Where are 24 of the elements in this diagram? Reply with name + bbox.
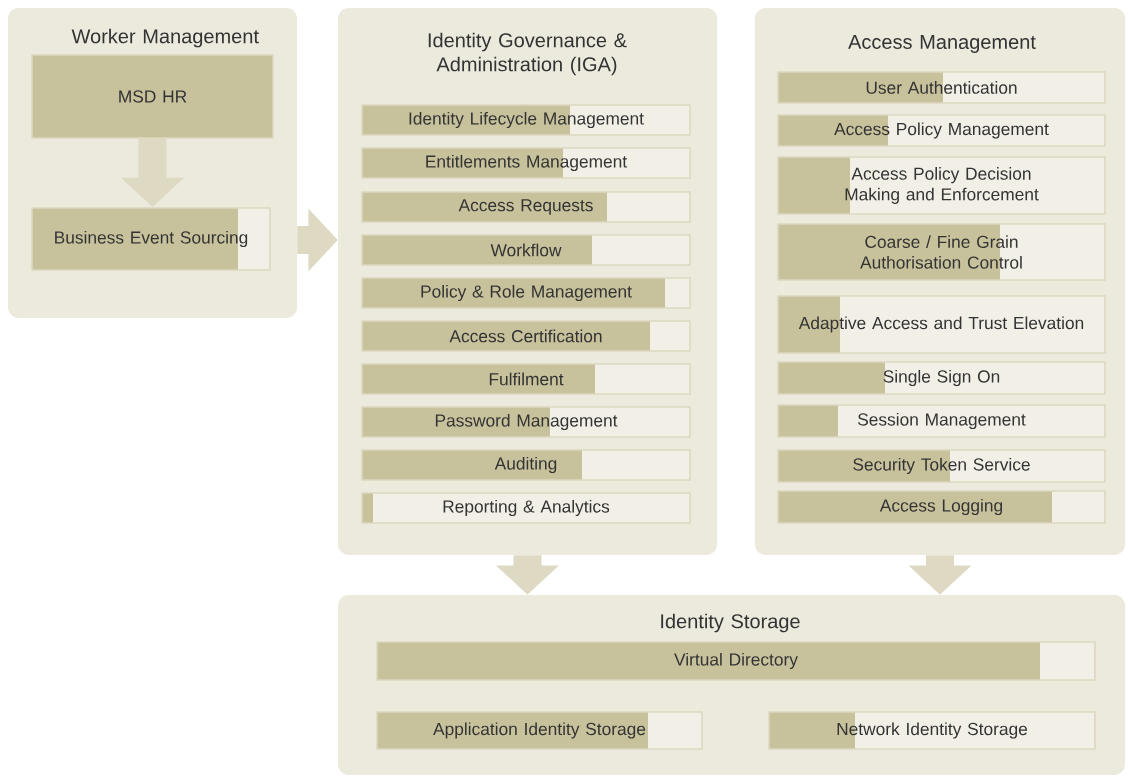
item-box: User Authentication	[777, 71, 1106, 104]
item-box: Access Requests	[361, 191, 691, 223]
item-box: Reporting & Analytics	[361, 492, 691, 524]
item-box: Workflow	[361, 234, 691, 266]
item-box: Adaptive Access and Trust Elevation	[777, 295, 1106, 354]
item-box: Single Sign On	[777, 361, 1106, 395]
item-box: Virtual Directory	[376, 641, 1096, 681]
item-box: Session Management	[777, 404, 1106, 438]
item-box: Fulfilment	[361, 363, 691, 395]
item-box: Password Management	[361, 406, 691, 438]
item-box: MSD HR	[31, 54, 274, 139]
item-box: Access Policy Management	[777, 114, 1106, 147]
item-box: Identity Lifecycle Management	[361, 104, 691, 136]
item-box: Application Identity Storage	[376, 711, 703, 750]
item-box: Coarse / Fine Grain Authorisation Control	[777, 223, 1106, 281]
item-box: Policy & Role Management	[361, 277, 691, 309]
item-box: Security Token Service	[777, 449, 1106, 483]
item-box: Entitlements Management	[361, 147, 691, 179]
item-box: Business Event Sourcing	[31, 207, 271, 271]
item-box: Access Logging	[777, 490, 1106, 524]
item-box: Auditing	[361, 449, 691, 481]
item-box: Access Policy Decision Making and Enforcement	[777, 156, 1106, 215]
item-box: Access Certification	[361, 320, 691, 352]
item-box: Network Identity Storage	[768, 711, 1096, 750]
